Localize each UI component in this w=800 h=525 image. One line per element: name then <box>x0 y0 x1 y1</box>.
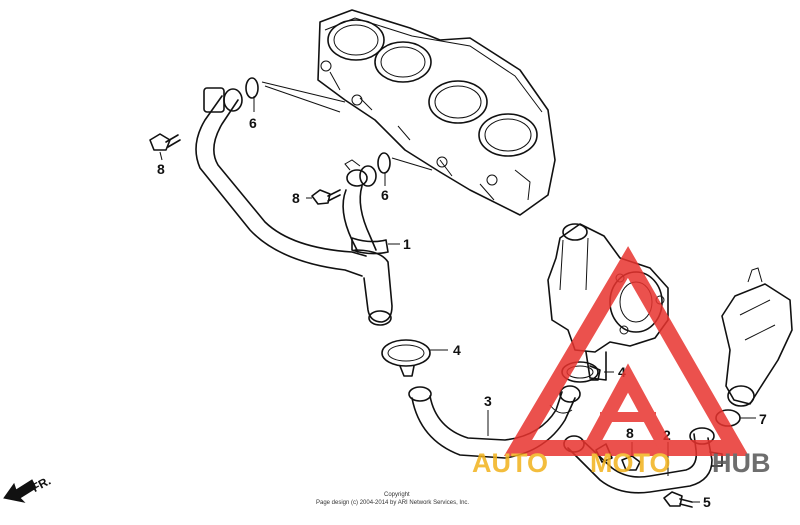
watermark-word-hub: HUB <box>712 448 771 478</box>
copyright-notice: Copyright Page design (c) 2004-2014 by A… <box>316 492 469 506</box>
callout-4-lower: 4 <box>618 364 626 380</box>
o-ring-6-upper <box>245 77 259 99</box>
leader-lines <box>159 81 756 503</box>
front-arrow-icon <box>3 479 37 503</box>
bolt-5 <box>663 491 693 508</box>
cylinder-bore-2 <box>374 41 432 83</box>
copyright-line-2: Page design (c) 2004-2014 by ARI Network… <box>316 500 469 506</box>
cylinder-block <box>317 9 556 216</box>
watermark-word-moto: MOTO <box>590 448 671 478</box>
callout-5: 5 <box>703 494 711 510</box>
callout-2: 2 <box>663 427 671 443</box>
callout-8-left: 8 <box>157 161 165 177</box>
front-label: FR. <box>29 474 53 495</box>
callout-8-mid: 8 <box>292 190 300 206</box>
coolant-pipe-1 <box>195 87 393 326</box>
watermark-word-auto: AUTO <box>472 448 548 478</box>
bolt-8-left <box>149 133 181 151</box>
cylinder-bore-3 <box>428 80 488 124</box>
callout-6-upper: 6 <box>249 115 257 131</box>
callout-3: 3 <box>484 393 492 409</box>
automotohub-watermark: AUTO MOTO HUB <box>472 246 771 478</box>
callout-1: 1 <box>403 236 411 252</box>
o-ring-6-lower <box>377 152 391 174</box>
bolt-8-mid <box>311 189 341 205</box>
cylinder-bore-4 <box>478 113 538 157</box>
front-direction-indicator: FR. <box>3 474 53 503</box>
warning-triangle-icon <box>503 246 749 456</box>
copyright-line-1: Copyright <box>384 492 410 498</box>
callout-6-lower: 6 <box>381 187 389 203</box>
callout-labels: 1 2 3 4 4 5 6 6 7 8 8 8 <box>157 115 767 510</box>
hose-clamp-4-upper <box>381 339 431 377</box>
callout-7: 7 <box>759 411 767 427</box>
callout-4-upper: 4 <box>453 342 461 358</box>
coolant-hose-3 <box>408 385 581 459</box>
bolt-8-lower <box>621 455 641 471</box>
thermostat-housing <box>721 267 793 407</box>
callout-8-lower: 8 <box>626 425 634 441</box>
cylinder-bore-1 <box>327 19 385 61</box>
